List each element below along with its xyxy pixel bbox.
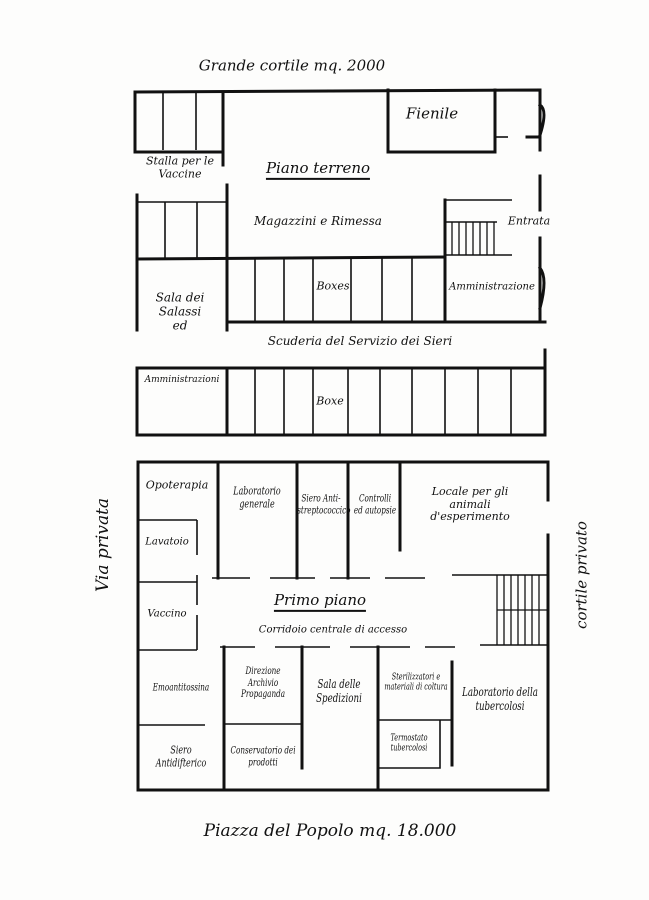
top-label: Grande cortile mq. 2000 [198,56,386,75]
room-lavatoio: Lavatoio [145,536,189,548]
room-opoterapia: Opoterapia [145,478,209,492]
ground-floor-walls [133,88,547,332]
room-amministrazione: Amministrazione [449,281,535,293]
corridor-label: Corridoio centrale di accesso [258,624,408,636]
room-lab-tubercolosi: Laboratorio della tubercolosi [462,685,538,713]
ground-floor-title: Piano terreno [265,159,371,181]
room-sterilizzatori: Sterilizzatori e materiali di coltura [384,672,448,693]
room-boxes: Boxes [316,279,350,293]
room-lab-generale: Laboratorio generale [233,484,281,510]
boxes-dividers [254,198,447,324]
room-siero-antistreptococcico: Siero Anti- streptococcico [297,493,351,517]
room-magazzini: Magazzini e Rimessa [254,214,382,229]
room-boxe: Boxe [316,394,344,408]
room-sala-spedizioni: Sala delle Spedizioni [316,677,362,705]
first-floor-stairs [496,575,548,645]
room-emoantitossina: Emoantitossina [152,682,210,694]
right-label: cortile privato [572,521,591,629]
scuderia-label: Scuderia del Servizio dei Sieri [267,334,453,349]
room-amministrazioni: Amministrazioni [144,374,220,385]
room-locale-animali: Locale per gli animali d'esperimento [430,485,510,524]
room-controlli: Controlli ed autopsie [353,493,397,517]
bottom-label: Piazza del Popolo mq. 18.000 [203,821,457,842]
room-siero-antidifterico: Siero Antidifterico [155,743,207,769]
stables-block-walls [135,348,547,437]
room-stalla: Stalla per le Vaccine [146,154,214,180]
room-sala-salassi: Sala dei Salassi ed [155,290,205,332]
room-fienile: Fienile [405,104,459,123]
room-vaccino: Vaccino [147,608,187,620]
first-floor-title: Primo piano [273,591,367,613]
ground-stairs [451,222,495,255]
room-termostato: Termostato tubercolosi [390,733,428,754]
first-floor-walls [136,460,550,792]
left-label: Via privata [93,497,114,593]
entrance-label: Entrata [507,214,551,228]
room-conservatorio: Conservatorio dei prodotti [230,745,296,769]
room-direzione: Direzione Archivio Propaganda [241,665,285,700]
